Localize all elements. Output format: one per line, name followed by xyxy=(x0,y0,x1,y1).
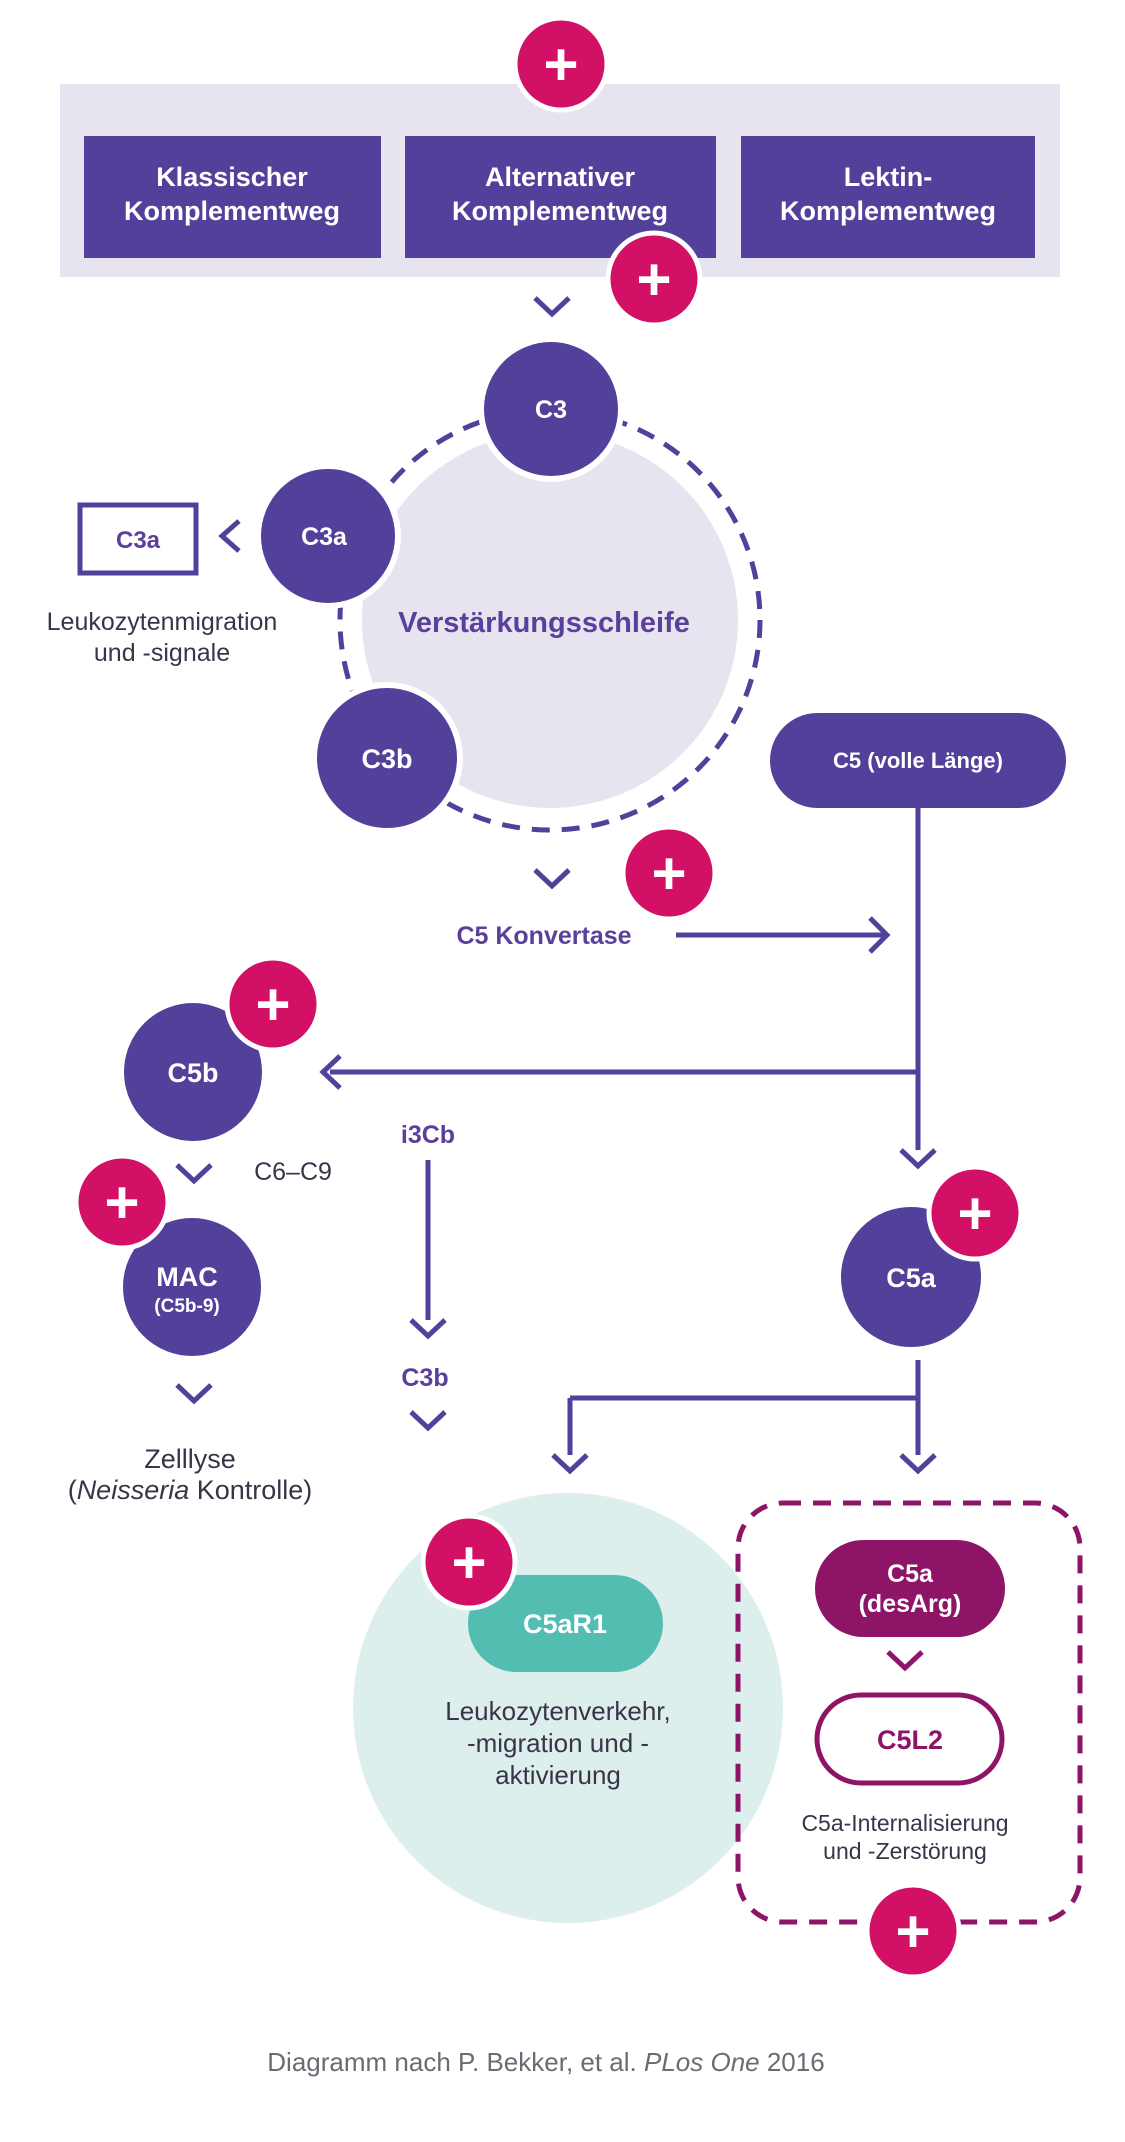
plus-badge-c5l2: + xyxy=(864,1882,962,1980)
amplification-loop-dashed-ring xyxy=(337,407,763,833)
svg-text:C5 (volle Länge): C5 (volle Länge) xyxy=(833,748,1003,773)
classical-pathway-line1: Klassischer xyxy=(156,162,308,192)
plus-badge-mac: + xyxy=(73,1153,171,1251)
classical-pathway-box: Klassischer Komplementweg xyxy=(84,136,381,258)
chevron-down-icon-c5a xyxy=(899,1148,937,1170)
amplification-loop-circle xyxy=(362,432,738,808)
plus-badge-convertase: + xyxy=(620,824,718,922)
c5ar1-effect-line2: -migration und - xyxy=(467,1728,649,1758)
svg-text:+: + xyxy=(636,246,671,313)
svg-text:C3: C3 xyxy=(535,396,567,424)
lectin-pathway-line2: Komplementweg xyxy=(780,196,996,226)
c3a-node: C3a xyxy=(255,463,401,609)
svg-text:C5aR1: C5aR1 xyxy=(523,1609,607,1639)
chevron-right-icon xyxy=(868,916,891,954)
svg-text:C5a: C5a xyxy=(887,1560,934,1588)
c5l2-receptor: C5L2 xyxy=(814,1692,1005,1786)
chevron-left-icon-c5b xyxy=(319,1054,342,1090)
loop-label: Verstärkungsschleife xyxy=(398,607,690,639)
c5l2-effect-line1: C5a-Internalisierung xyxy=(801,1810,1008,1836)
svg-text:C5L2: C5L2 xyxy=(877,1725,943,1755)
c5ar1-effect-line1: Leukozytenverkehr, xyxy=(445,1696,670,1726)
c5-full-length-node: C5 (volle Länge) xyxy=(770,713,1066,808)
chevron-down-icon-i3cb xyxy=(409,1318,447,1340)
lectin-pathway-box: Lektin- Komplementweg xyxy=(741,136,1035,258)
plus-badge-alternative: + xyxy=(605,230,703,328)
svg-text:+: + xyxy=(543,31,578,98)
c3a-output-box: C3a xyxy=(77,502,199,576)
classical-pathway-line2: Komplementweg xyxy=(124,196,340,226)
chevron-down-icon-c5l2 xyxy=(899,1453,937,1475)
c5-convertase-label: C5 Konvertase xyxy=(456,922,631,950)
svg-text:+: + xyxy=(104,1169,139,1236)
cell-lysis-label-line2: (Neisseria Kontrolle) xyxy=(68,1475,313,1505)
c5ar1-receptor: C5aR1 xyxy=(468,1575,663,1672)
plus-badge-c5b: + xyxy=(224,955,322,1053)
plus-badge-top: + xyxy=(512,15,610,113)
svg-text:+: + xyxy=(651,840,686,907)
alternative-pathway-line1: Alternativer xyxy=(485,162,636,192)
citation-footer: Diagramm nach P. Bekker, et al. PLos One… xyxy=(267,2047,824,2077)
svg-text:C3b: C3b xyxy=(361,744,412,774)
c5a-desarg-node: C5a (desArg) xyxy=(815,1540,1005,1637)
c5l2-effect-line2: und -Zerstörung xyxy=(823,1838,987,1864)
svg-text:(desArg): (desArg) xyxy=(859,1590,962,1618)
cell-lysis-label-line1: Zelllyse xyxy=(144,1444,236,1474)
svg-text:C5b: C5b xyxy=(167,1058,218,1088)
svg-text:+: + xyxy=(957,1180,992,1247)
c3b-small-label: C3b xyxy=(401,1364,448,1392)
plus-badge-c5ar1: + xyxy=(420,1513,518,1611)
c6-c9-label: C6–C9 xyxy=(254,1158,332,1186)
chevron-down-icon-c5ar1 xyxy=(551,1453,589,1475)
chevron-down-icon-desarg xyxy=(886,1650,924,1672)
chevron-down-icon xyxy=(533,296,571,318)
chevron-left-icon xyxy=(218,519,241,553)
lectin-pathway-line1: Lektin- xyxy=(844,162,933,192)
chevron-down-icon-c6c9 xyxy=(175,1163,213,1185)
c3-node: C3 xyxy=(478,336,624,482)
chevron-down-icon-c3b xyxy=(409,1410,447,1432)
svg-text:C5a: C5a xyxy=(886,1263,937,1293)
c5ar1-effect-line3: aktivierung xyxy=(495,1760,621,1790)
mac-node: MAC (C5b-9) xyxy=(117,1212,267,1362)
leuko-migration-label-line1: Leukozytenmigration xyxy=(47,608,278,636)
svg-text:MAC: MAC xyxy=(156,1262,218,1292)
plus-badge-c5a: + xyxy=(926,1164,1024,1262)
i3cb-label: i3Cb xyxy=(401,1121,455,1149)
svg-text:C3a: C3a xyxy=(301,523,348,551)
chevron-down-icon-convertase xyxy=(533,868,571,890)
svg-text:+: + xyxy=(255,971,290,1038)
c5b-node: C5b xyxy=(118,997,268,1147)
svg-text:C3a: C3a xyxy=(116,527,161,554)
c3b-node: C3b xyxy=(311,682,463,834)
leuko-migration-label-line2: und -signale xyxy=(94,639,230,667)
svg-text:(C5b-9): (C5b-9) xyxy=(154,1296,219,1317)
svg-text:+: + xyxy=(451,1529,486,1596)
alternative-pathway-line2: Komplementweg xyxy=(452,196,668,226)
svg-text:+: + xyxy=(895,1898,930,1965)
chevron-down-icon-lysis xyxy=(175,1383,213,1405)
